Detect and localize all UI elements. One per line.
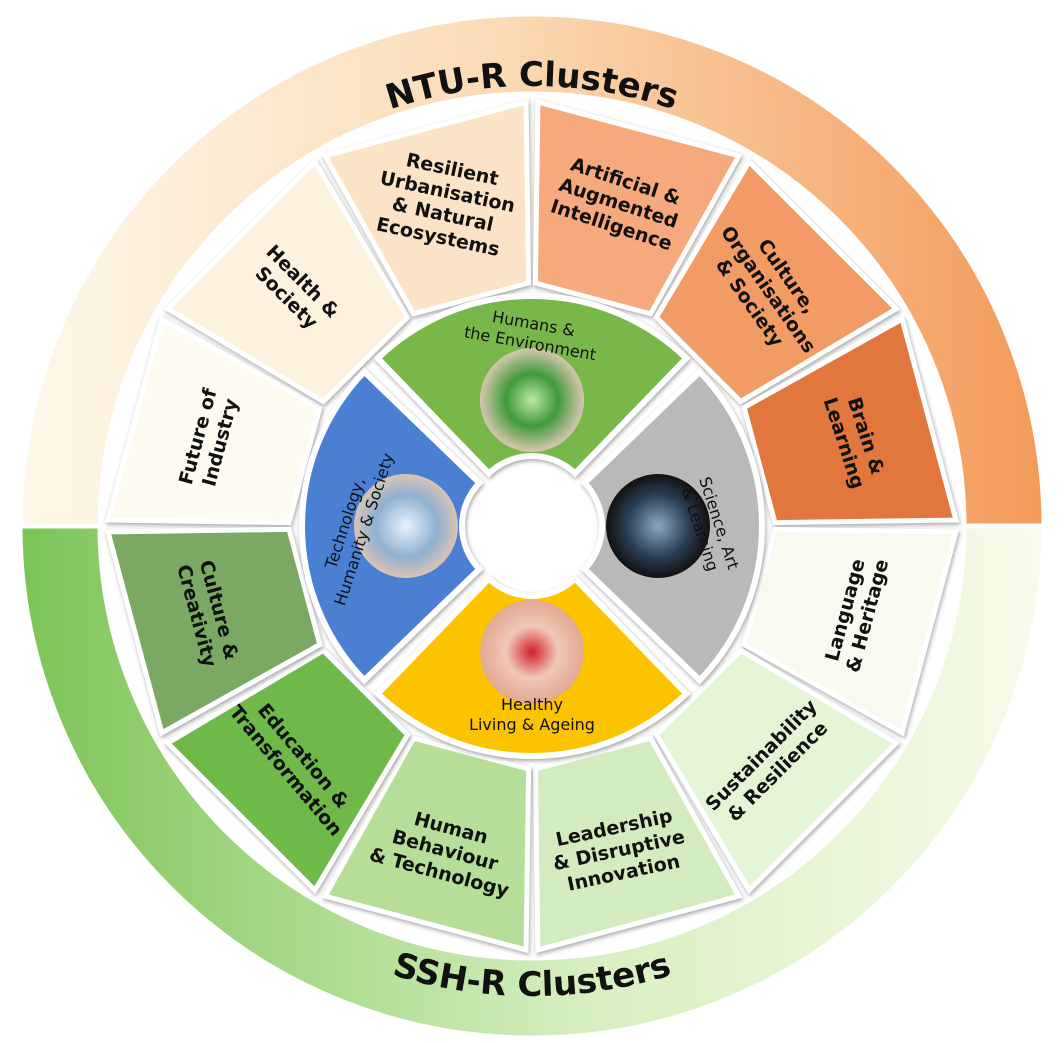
- cluster-segment-shape: [104, 315, 323, 526]
- cluster-segment-brain-learning[interactable]: Brain &Learning: [741, 315, 960, 526]
- cluster-segment-shape: [653, 647, 901, 895]
- theme-quadrant-science-art-learning[interactable]: Science, Art& Learning: [580, 367, 765, 685]
- cluster-segment-shape: [532, 735, 743, 954]
- robot-hand-icon: [606, 474, 710, 578]
- cluster-segment-health-society[interactable]: Health &Society: [163, 157, 411, 405]
- cluster-segment-shape: [653, 157, 901, 405]
- theme-quadrant-technology-humanity-society[interactable]: Technology,Humanity & Society: [299, 367, 484, 685]
- cluster-segment-shape: [741, 526, 960, 737]
- cluster-segment-leadership-disruptive-innovation[interactable]: Leadership& DisruptiveInnovation: [532, 735, 743, 954]
- cluster-segment-culture-creativity[interactable]: Culture &Creativity: [104, 526, 323, 737]
- cluster-segment-culture-organisations-society[interactable]: Culture,Organisations& Society: [653, 157, 901, 405]
- cluster-segment-language-heritage[interactable]: Language& Heritage: [741, 526, 960, 737]
- theme-quadrant-humans-the-environment[interactable]: Humans &the Environment: [373, 293, 691, 478]
- cluster-segment-education-transformation[interactable]: Education &Transformation: [163, 647, 411, 895]
- cluster-segment-future-of-industry[interactable]: Future ofIndustry: [104, 315, 323, 526]
- cluster-segment-shape: [163, 647, 411, 895]
- cluster-segment-shape: [532, 98, 743, 317]
- cluster-segment-shape: [163, 157, 411, 405]
- cluster-segment-sustainability-resilience[interactable]: Sustainability& Resilience: [653, 647, 901, 895]
- digital-hands-icon: [354, 474, 458, 578]
- cluster-segment-shape: [321, 98, 532, 317]
- hands-with-rose-icon: [480, 600, 584, 704]
- cluster-segment-human-behaviour-technology[interactable]: HumanBehaviour& Technology: [321, 735, 532, 954]
- cluster-segment-artificial-augmented-intelligence[interactable]: Artificial &AugmentedIntelligence: [532, 98, 743, 317]
- cluster-segment-shape: [741, 315, 960, 526]
- label-line: Living & Ageing: [469, 715, 595, 734]
- globe-in-hands-icon: [480, 348, 584, 452]
- cluster-segment-shape: [104, 526, 323, 737]
- ring-inner-border: [100, 94, 964, 958]
- cluster-segment-resilient-urbanisation-natural-ecosystems[interactable]: ResilientUrbanisation& NaturalEcosystems: [321, 98, 532, 317]
- label-line: Healthy: [501, 695, 563, 714]
- cluster-segment-shape: [321, 735, 532, 954]
